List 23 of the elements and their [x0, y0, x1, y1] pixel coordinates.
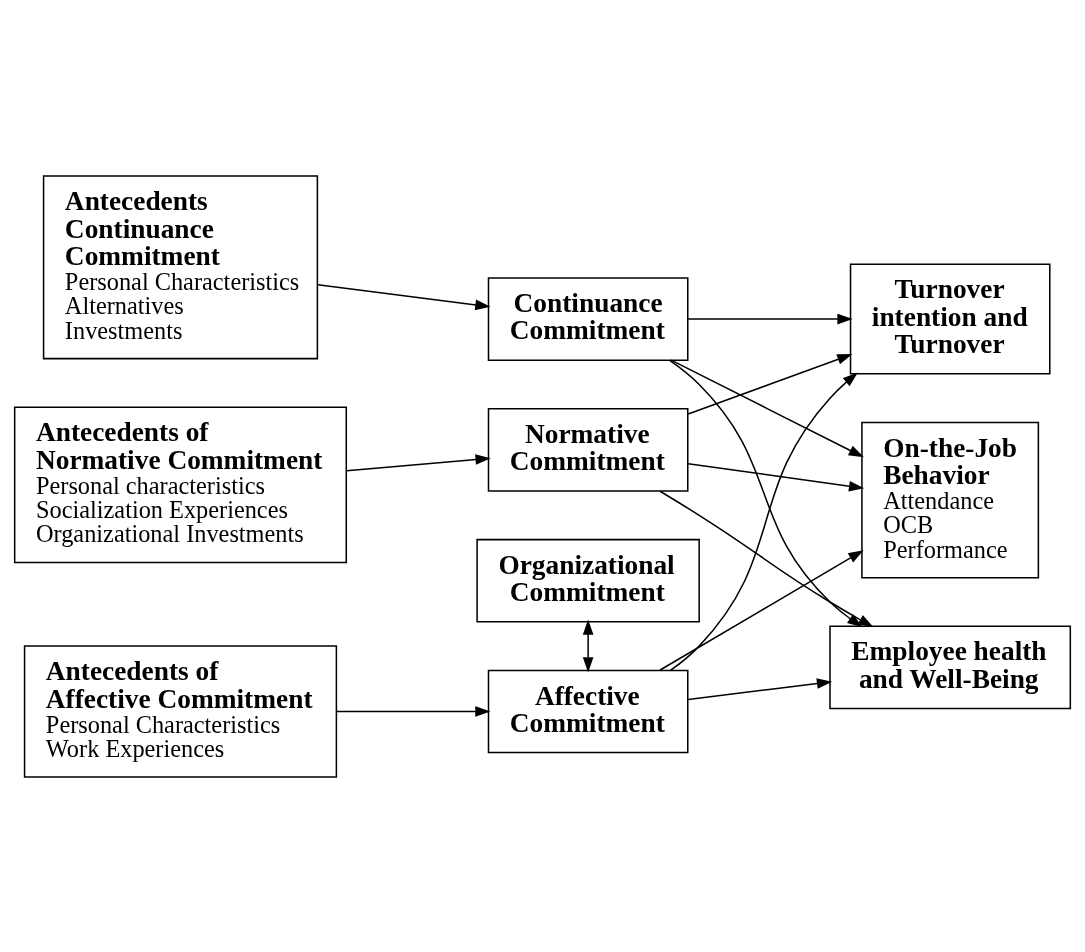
arrow — [687, 462, 865, 491]
arrow — [582, 619, 594, 672]
arrow — [317, 283, 491, 310]
arrow — [658, 549, 864, 671]
arrow — [687, 353, 853, 415]
node-box: Antecedents of Affective Commitment Personal Characteristics Work Experiences — [23, 644, 338, 778]
arrow — [668, 359, 863, 627]
node-box: Continuance Commitment — [487, 276, 689, 361]
node-box: Affective Commitment — [487, 669, 689, 753]
arrow — [345, 453, 491, 471]
node-box: On-the-Job Behavior Attendance OCB Performance — [861, 421, 1040, 578]
arrow — [659, 490, 874, 627]
arrow — [335, 705, 491, 717]
arrow — [687, 313, 853, 324]
node-box: Normative Commitment — [487, 407, 689, 492]
arrow — [670, 358, 864, 457]
arrow — [669, 371, 858, 671]
arrow — [687, 677, 833, 700]
node-box: Organizational Commitment — [476, 538, 700, 622]
node-box: Antecedents of Normative Commitment Personal characteristics Socialization Experiences Organizational Investments — [13, 406, 348, 563]
node-box: Employee health and Well-Being — [829, 625, 1072, 709]
node-box: Antecedents Continuance Commitment Personal Characteristics Alternatives Investments — [42, 174, 319, 359]
node-box: Turnover intention and Turnover — [849, 263, 1051, 375]
